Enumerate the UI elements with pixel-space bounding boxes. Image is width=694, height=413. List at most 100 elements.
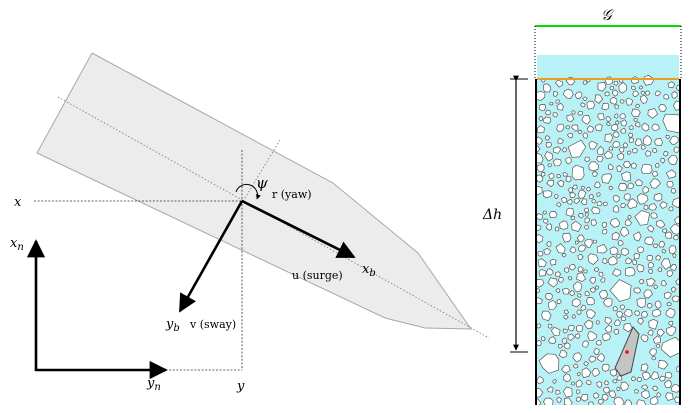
ice-floe — [636, 399, 646, 405]
ice-floe — [670, 383, 679, 393]
ice-floe — [548, 336, 557, 344]
ice-floe — [670, 286, 677, 293]
ice-floe — [627, 132, 634, 138]
ice-floe — [616, 253, 621, 259]
ice-floe — [646, 278, 656, 287]
ice-floe — [625, 266, 636, 277]
ice-floe — [583, 269, 588, 274]
ice-floe — [576, 371, 581, 377]
ice-floe — [545, 241, 552, 247]
ice-floe — [543, 248, 552, 255]
ice-floe — [672, 100, 679, 111]
ice-floe — [640, 334, 649, 342]
ice-floe — [637, 246, 644, 253]
ice-floe — [575, 379, 583, 388]
ice-floe — [537, 125, 545, 134]
ice-floe — [624, 399, 633, 405]
ship-diagram: ψ r (yaw) u (surge) v (sway) xb yb xn yn… — [10, 52, 490, 394]
ice-floe — [618, 147, 625, 153]
ice-floe — [563, 309, 570, 315]
ice-floe — [662, 228, 668, 234]
ice-floe — [602, 258, 608, 264]
ice-floe — [587, 331, 598, 342]
ice-floe — [616, 164, 623, 172]
ice-floe — [668, 320, 674, 327]
ice-floe — [604, 325, 613, 333]
ice-floe — [647, 268, 653, 275]
ice-floe — [537, 288, 541, 294]
ice-floe — [596, 145, 604, 155]
ice-floe — [547, 163, 552, 168]
ice-floe — [566, 114, 575, 123]
ice-floe — [619, 128, 627, 134]
ice-floe — [607, 255, 618, 266]
ice-floe — [572, 363, 579, 369]
ice-floe — [575, 333, 581, 340]
ice-floe — [588, 193, 595, 199]
ice-floe — [583, 319, 593, 330]
ice-floe — [541, 310, 552, 322]
ice-floe — [537, 258, 547, 268]
ice-floe — [652, 148, 658, 153]
ice-floe — [638, 85, 644, 90]
ice-floe — [585, 380, 592, 385]
ice-floe — [646, 254, 654, 262]
ice-floe — [665, 307, 676, 318]
ice-floe — [645, 90, 651, 96]
ice-floe — [671, 91, 678, 99]
ice-floe — [571, 110, 576, 115]
ice-floe — [648, 348, 657, 357]
ice-floe — [651, 123, 661, 131]
ice-floe — [633, 231, 642, 242]
ice-floe — [538, 115, 544, 122]
ice-floe — [675, 84, 679, 92]
ice-floe — [580, 393, 589, 402]
ice-floe — [620, 247, 630, 256]
ice-floe — [601, 173, 613, 184]
ice-floe — [604, 133, 614, 143]
proj-y-label: y — [236, 379, 245, 394]
ice-floe — [577, 244, 586, 252]
ice-floe — [640, 363, 649, 372]
sway-arrow — [178, 200, 244, 313]
ice-floe — [591, 198, 596, 204]
ice-floe — [666, 180, 674, 188]
ice-floe — [618, 183, 628, 192]
ice-floe — [537, 250, 544, 257]
ice-floe — [548, 210, 558, 218]
ice-floe — [542, 210, 548, 215]
width-label: 𝒢 — [601, 6, 614, 24]
ice-floe — [634, 178, 643, 186]
ice-floe — [621, 171, 632, 182]
ice-floe — [567, 187, 573, 193]
ice-floe — [631, 108, 641, 118]
ice-floe — [647, 108, 659, 119]
ice-floe — [636, 263, 645, 273]
ice-floe — [561, 287, 570, 295]
ice-floe — [647, 329, 654, 336]
ice-floe — [576, 309, 582, 316]
ice-floe — [623, 193, 631, 201]
ice-floe — [577, 189, 587, 200]
ice-floe — [612, 378, 618, 384]
ice-floe — [640, 90, 646, 95]
ice-floe — [650, 371, 660, 380]
ice-floe — [565, 176, 572, 183]
ice-floe — [639, 278, 644, 285]
ice-floe — [616, 386, 621, 392]
ice-floe — [633, 287, 641, 294]
ice-floe — [651, 308, 662, 318]
ice-floe — [655, 254, 662, 261]
ice-floe — [663, 93, 670, 100]
ice-floe — [575, 389, 581, 394]
ice-floe — [552, 378, 557, 384]
ice-floe — [555, 99, 560, 104]
ice-floe — [601, 363, 610, 372]
ice-floe — [603, 380, 609, 386]
ice-floe — [537, 145, 541, 153]
ice-floe — [537, 163, 545, 173]
ice-floe — [666, 270, 674, 278]
ice-floe — [634, 138, 643, 147]
ice-floe — [557, 137, 564, 144]
